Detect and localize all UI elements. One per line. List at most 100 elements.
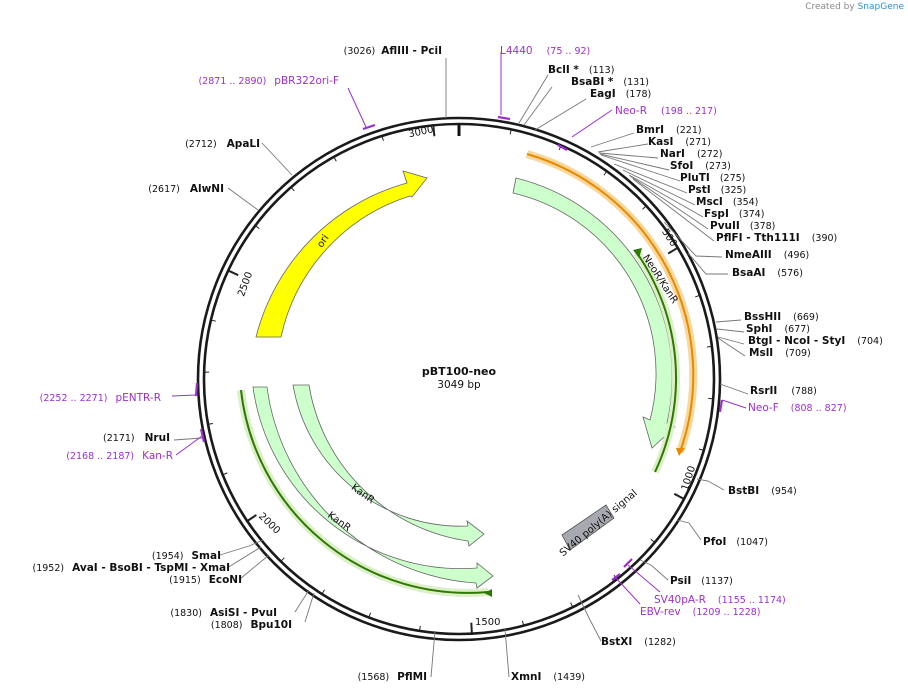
site-eagI[interactable]: EagI(178) (590, 88, 651, 100)
major-tick (470, 622, 473, 633)
primer-neo-r-mark[interactable] (557, 144, 568, 151)
site-pvuII[interactable]: PvuII(378) (710, 220, 775, 232)
site-sphI[interactable]: SphI(677) (746, 323, 810, 335)
primer-label-sv40pa-r[interactable]: SV40pA-R(1155 .. 1174) (654, 594, 786, 606)
site-bpu10I[interactable]: (1808)Bpu10I (211, 619, 292, 631)
feature-kanr-outer-arrow[interactable] (252, 386, 494, 589)
minor-tick (208, 422, 214, 425)
major-tick (247, 514, 257, 522)
minor-tick (211, 319, 216, 322)
orf-orange-arrowhead (676, 448, 685, 456)
site-narI[interactable]: NarI(272) (660, 148, 723, 160)
primer-kan-r-mark[interactable] (199, 428, 206, 443)
feature-ori-arrow[interactable] (255, 170, 428, 338)
site-psiI[interactable]: PsiI(1137) (670, 575, 733, 587)
site-pstI[interactable]: PstI(325) (688, 184, 746, 196)
primer-l4440-mark[interactable] (497, 115, 511, 121)
minor-tick (333, 157, 337, 162)
site-aflIII-pciI[interactable]: (3026)AflIII - PciI (344, 45, 442, 57)
site-bsabI[interactable]: BsaBI *(131) (571, 76, 649, 88)
site-pluTI[interactable]: PluTI(275) (680, 172, 745, 184)
primer-label-neo-r[interactable]: Neo-R(198 .. 217) (615, 105, 717, 117)
site-alwNI[interactable]: (2617)AlwNI (148, 183, 224, 195)
site-avaI-bsoBI-tspMI-xmaI[interactable]: (1952)AvaI - BsoBI - TspMI - XmaI (33, 562, 230, 574)
minor-tick (521, 620, 524, 625)
minor-tick (368, 612, 372, 617)
minor-tick (381, 136, 384, 141)
primer-label-pentr-r[interactable]: (2252 .. 2271)pENTR-R (40, 392, 161, 404)
snapgene-logo: SnapGene (857, 2, 904, 12)
primer-label-neo-f[interactable]: Neo-F(808 .. 827) (748, 402, 847, 414)
major-tick (432, 126, 436, 137)
tick-label-3000: 3000 (407, 124, 434, 140)
feature-kanr-inner-arrow[interactable] (292, 384, 485, 547)
minor-tick (642, 206, 646, 210)
site-asiSI-pvuI[interactable]: (1830)AsiSI - PvuI (170, 607, 277, 619)
site-bmrI[interactable]: BmrI(221) (636, 124, 702, 136)
feature-labels: ori NeoR/KanR KanR KanR SV40 poly(A) sig… (315, 233, 680, 559)
site-bsaAI[interactable]: BsaAI(576) (732, 267, 803, 279)
primer-sv40pa-r-mark[interactable] (623, 558, 633, 568)
site-nmeAIII[interactable]: NmeAIII(496) (725, 249, 809, 261)
orf-green-left-arrowhead (484, 589, 492, 597)
credit-prefix: Created by (805, 2, 855, 12)
minor-tick (321, 589, 325, 594)
minor-tick (698, 448, 703, 451)
site-leader-lines (173, 58, 749, 678)
minor-tick (509, 130, 512, 135)
minor-tick (603, 171, 607, 176)
site-ecoNI[interactable]: (1915)EcoNI (169, 574, 242, 586)
site-xmnI[interactable]: XmnI(1439) (511, 671, 585, 683)
primer-pbr322ori-f-mark[interactable] (362, 123, 376, 131)
site-pflMI[interactable]: (1568)PflMI (358, 671, 427, 683)
tick-label-1500: 1500 (475, 617, 500, 628)
site-labels: (3026)AflIII - PciI BclI *(113) BsaBI *(… (33, 45, 883, 683)
primer-pentr-r-mark[interactable] (194, 382, 199, 397)
site-pflFI-tth111I[interactable]: PflFI - Tth111I(390) (716, 232, 837, 244)
site-mslI[interactable]: MslI(709) (749, 347, 811, 359)
plasmid-name: pBT100-neo (422, 365, 497, 378)
orf-green-right-arc[interactable] (636, 252, 678, 473)
site-bclI[interactable]: BclI *(113) (548, 64, 614, 76)
site-fspI[interactable]: FspI(374) (704, 208, 764, 220)
minor-tick (570, 602, 573, 607)
minor-tick (419, 625, 421, 631)
major-tick (228, 270, 239, 277)
site-kasI[interactable]: KasI(271) (648, 136, 711, 148)
site-apaLI[interactable]: (2712)ApaLI (185, 138, 260, 150)
minor-tick (694, 295, 700, 298)
minor-tick (650, 538, 655, 543)
major-tick (673, 492, 684, 500)
feature-label-kanr-inner: KanR (349, 482, 376, 506)
feature-layer (252, 170, 676, 589)
site-smaI[interactable]: (1954)SmaI (152, 550, 221, 562)
primer-labels: L4440(75 .. 92) Neo-R(198 .. 217) Neo-F(… (40, 45, 847, 618)
site-pfoI[interactable]: PfoI(1047) (703, 536, 768, 548)
site-bstBI[interactable]: BstBI(954) (728, 485, 797, 497)
orf-orange-arc[interactable] (526, 153, 695, 453)
primer-ebv-rev-mark[interactable] (611, 573, 621, 581)
site-btgI-ncoI-styI[interactable]: BtgI - NcoI - StyI(704) (748, 335, 883, 347)
site-bssHII[interactable]: BssHII(669) (744, 311, 819, 323)
primer-markers (171, 52, 747, 605)
plasmid-length: 3049 bp (437, 379, 481, 391)
minor-tick (706, 346, 711, 348)
major-tick (667, 247, 678, 255)
primer-label-kan-r[interactable]: (2168 .. 2187)Kan-R (66, 450, 173, 462)
site-sfoI[interactable]: SfoI(273) (670, 160, 731, 172)
site-rsrII[interactable]: RsrII(788) (750, 385, 817, 397)
backbone-ring (196, 116, 722, 642)
site-mscI[interactable]: MscI(354) (696, 196, 758, 208)
primer-label-pbr322ori-f[interactable]: (2871 .. 2890)pBR322ori-F (198, 75, 339, 87)
primer-label-ebv-rev[interactable]: EBV-rev(1209 .. 1228) (640, 606, 761, 618)
primer-label-l4440[interactable]: L4440(75 .. 92) (500, 45, 590, 57)
site-nruI[interactable]: (2171)NruI (103, 432, 170, 444)
primer-neo-f-mark[interactable] (718, 399, 724, 413)
minor-tick (281, 557, 285, 562)
site-bstXI[interactable]: BstXI(1282) (601, 636, 676, 648)
orf-green-left-arc[interactable] (240, 389, 489, 594)
feature-neor-kanr-arrow[interactable] (512, 177, 676, 449)
tick-label-2500: 2500 (236, 271, 255, 299)
feature-sv40-polya-box[interactable] (561, 504, 615, 551)
